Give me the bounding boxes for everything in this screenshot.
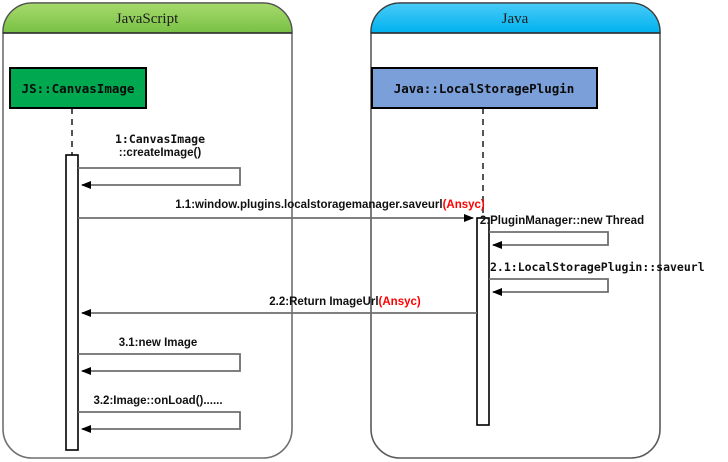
message-2-2-return-imageurl[interactable]: 2.2:Return ImageUrl(Ansyc) [81, 296, 477, 317]
message-1-createimage[interactable]: 1:CanvasImage ::createImage() [78, 132, 241, 189]
activation-bar-java-localstorageplugin [476, 217, 490, 426]
message-2-1-saveurl-arrow [489, 278, 609, 296]
message-2-2-return-imageurl-label-group: 2.2:Return ImageUrl(Ansyc) [269, 296, 421, 308]
frame-javascript-title: JavaScript [116, 11, 179, 27]
frame-javascript-header [2, 2, 293, 34]
message-2-1-saveurl-label: 2.1:LocalStoragePlugin::saveurl [490, 260, 705, 274]
message-3-1-new-image-label: 3.1:new Image [119, 337, 198, 349]
object-js-canvasimage[interactable]: JS::CanvasImage [9, 67, 147, 109]
message-2-new-thread-arrow [489, 231, 609, 249]
object-js-canvasimage-label: JS::CanvasImage [22, 81, 135, 96]
frame-java: Java [370, 2, 661, 459]
object-java-localstorageplugin-box[interactable] [371, 67, 598, 109]
message-3-2-onload-arrow [78, 411, 241, 433]
message-2-2-return-imageurl-label: 2.2:Return ImageUrl [269, 296, 378, 308]
object-js-canvasimage-box[interactable] [9, 67, 147, 109]
frame-java-header [370, 2, 661, 34]
object-java-localstorageplugin-label: Java::LocalStoragePlugin [394, 81, 575, 96]
message-1-createimage-label-line2: ::createImage() [119, 147, 202, 159]
message-2-new-thread-label: 2:PluginManager::new Thread [480, 215, 644, 227]
activation-bar-js-canvasimage [65, 154, 79, 451]
message-1-createimage-label: 1:CanvasImage [115, 132, 205, 146]
message-2-new-thread[interactable]: 2:PluginManager::new Thread [480, 215, 644, 249]
message-3-2-onload-label: 3.2:Image::onLoad()...... [93, 395, 222, 407]
message-1-createimage-arrow [78, 167, 241, 189]
message-3-1-new-image-arrow [78, 353, 241, 375]
message-1-1-saveurl-label: 1.1:window.plugins.localstoragemanager.s… [175, 199, 442, 211]
message-1-1-saveurl[interactable]: 1.1:window.plugins.localstoragemanager.s… [78, 199, 485, 222]
message-1-1-saveurl-async-marker: (Ansyc) [443, 199, 485, 211]
message-2-2-return-imageurl-async-marker: (Ansyc) [379, 296, 421, 308]
message-3-1-new-image[interactable]: 3.1:new Image [78, 337, 241, 375]
message-2-1-saveurl[interactable]: 2.1:LocalStoragePlugin::saveurl [489, 260, 705, 296]
message-3-2-onload[interactable]: 3.2:Image::onLoad()...... [78, 395, 241, 433]
message-1-1-saveurl-label-group: 1.1:window.plugins.localstoragemanager.s… [175, 199, 485, 211]
frame-java-title: Java [502, 11, 529, 27]
object-java-localstorageplugin[interactable]: Java::LocalStoragePlugin [371, 67, 598, 109]
